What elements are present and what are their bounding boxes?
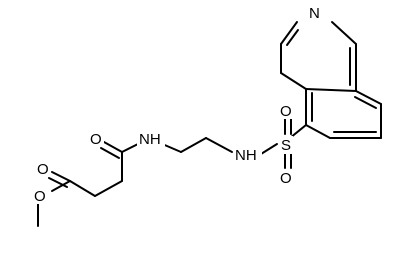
bond [48, 177, 68, 188]
bond [286, 29, 299, 46]
bond [331, 21, 357, 45]
amide-oxygen-label: O [90, 131, 102, 148]
linker-bonds [37, 137, 233, 227]
bond [260, 143, 278, 155]
bond [180, 137, 207, 153]
bond [305, 124, 331, 139]
sulfur-label: S [281, 137, 291, 154]
sulfonyl-oxygen-top-label: O [280, 103, 292, 120]
bond [69, 180, 96, 197]
atom-labels: N S O O NH NH O O O [32, 3, 321, 205]
amide-nh-label: NH [139, 131, 161, 148]
bond [51, 180, 71, 192]
bond [355, 90, 382, 105]
bond [289, 124, 307, 139]
bond [280, 72, 307, 90]
bond [103, 141, 123, 153]
bond [305, 88, 357, 92]
ester-carbonyl-oxygen-label: O [37, 161, 49, 178]
bond [100, 147, 120, 159]
sulfonyl-bonds [260, 116, 307, 169]
bond [51, 171, 71, 182]
bond [205, 137, 233, 153]
sulfonyl-oxygen-bottom-label: O [280, 170, 292, 187]
bond [280, 21, 298, 45]
bond [354, 96, 377, 109]
ring-nitrogen-label: N [309, 5, 320, 22]
isoquinoline-bonds [280, 21, 382, 139]
sulfonamide-nh-label: NH [235, 147, 257, 164]
ester-oxygen-label: O [34, 188, 46, 205]
bond [94, 180, 123, 197]
